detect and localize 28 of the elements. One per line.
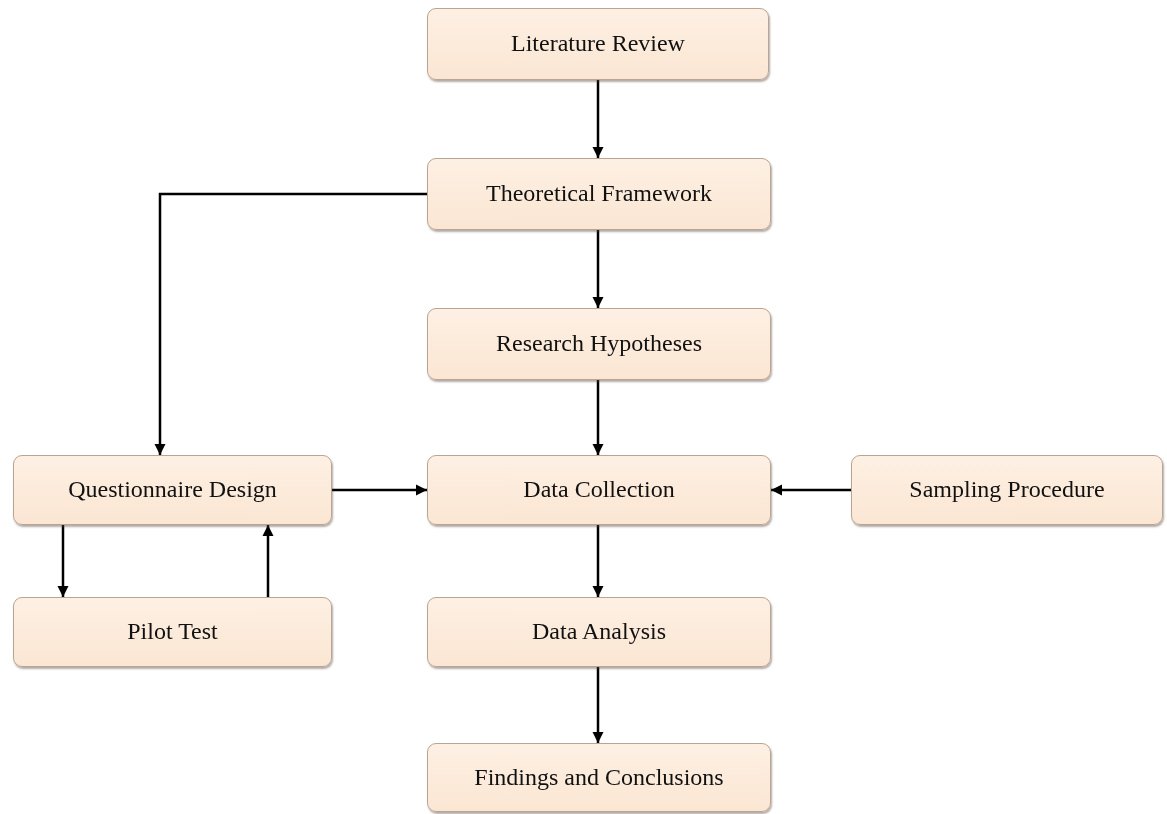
arrow xyxy=(57,525,69,597)
process-box xyxy=(427,308,771,380)
arrow xyxy=(592,667,604,743)
box-label: Theoretical Framework xyxy=(485,180,713,208)
arrow xyxy=(771,484,851,496)
arrow xyxy=(592,230,604,308)
process-box xyxy=(13,455,332,525)
box-label: Questionnaire Design xyxy=(67,476,278,504)
box-label: Sampling Procedure xyxy=(908,476,1106,504)
arrow xyxy=(332,484,427,496)
arrow xyxy=(592,525,604,597)
process-box xyxy=(427,158,771,230)
arrow xyxy=(592,80,604,158)
box-label: Data Analysis xyxy=(531,618,667,646)
process-box xyxy=(427,455,771,525)
process-box xyxy=(13,597,332,667)
box-label: Pilot Test xyxy=(126,618,219,646)
arrow xyxy=(262,525,274,597)
process-box xyxy=(427,597,771,667)
box-label: Data Collection xyxy=(522,476,676,504)
arrow xyxy=(154,192,427,455)
process-box xyxy=(427,743,771,812)
arrow xyxy=(592,380,604,455)
box-label: Research Hypotheses xyxy=(495,330,703,358)
box-label: Findings and Conclusions xyxy=(473,763,725,792)
box-label: Literature Review xyxy=(510,30,686,58)
process-box xyxy=(851,455,1163,525)
process-box xyxy=(427,8,769,80)
